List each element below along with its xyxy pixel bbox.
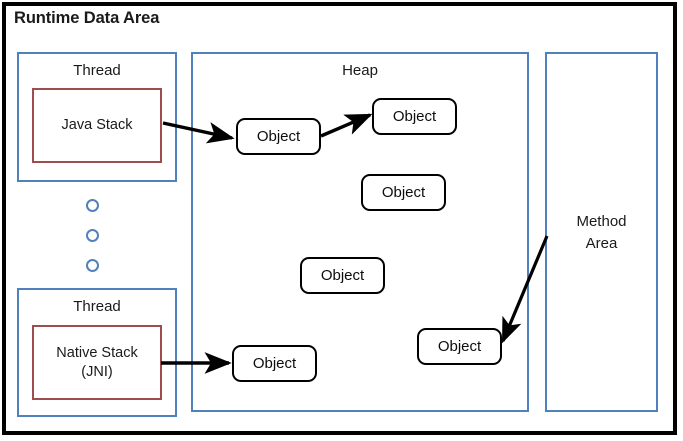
object-box-5-label: Object: [437, 338, 482, 355]
object-box-4-label: Object: [320, 267, 365, 284]
object-box-1-label: Object: [256, 128, 301, 145]
native-stack-box[interactable]: Native Stack (JNI): [32, 325, 162, 400]
page-title: Runtime Data Area: [14, 9, 160, 27]
native-stack-label-line1: Native Stack: [56, 345, 138, 362]
object-box-3-label: Object: [381, 184, 426, 201]
thread-region-2[interactable]: Thread: [17, 288, 177, 417]
method-area-label: Method Area: [545, 211, 658, 255]
ellipsis-dot-3: [86, 259, 99, 272]
java-stack-box[interactable]: Java Stack: [32, 88, 162, 163]
object-box-3[interactable]: Object: [361, 174, 446, 211]
object-box-4[interactable]: Object: [300, 257, 385, 294]
object-box-2-label: Object: [392, 108, 437, 125]
heap-region-label: Heap: [342, 62, 378, 79]
object-box-2[interactable]: Object: [372, 98, 457, 135]
thread-region-1[interactable]: Thread: [17, 52, 177, 182]
object-box-1[interactable]: Object: [236, 118, 321, 155]
method-area-region[interactable]: [545, 52, 658, 412]
object-box-5[interactable]: Object: [417, 328, 502, 365]
thread-region-1-label: Thread: [73, 62, 121, 79]
java-stack-label: Java Stack: [61, 117, 133, 134]
object-box-6[interactable]: Object: [232, 345, 317, 382]
ellipsis-dot-2: [86, 229, 99, 242]
heap-region[interactable]: Heap: [191, 52, 529, 412]
method-area-label-line1: Method: [576, 213, 627, 230]
object-box-6-label: Object: [252, 355, 297, 372]
thread-region-2-label: Thread: [73, 298, 121, 315]
ellipsis-dot-1: [86, 199, 99, 212]
method-area-label-line2: Area: [585, 234, 618, 252]
native-stack-label-line2: (JNI): [81, 363, 113, 380]
